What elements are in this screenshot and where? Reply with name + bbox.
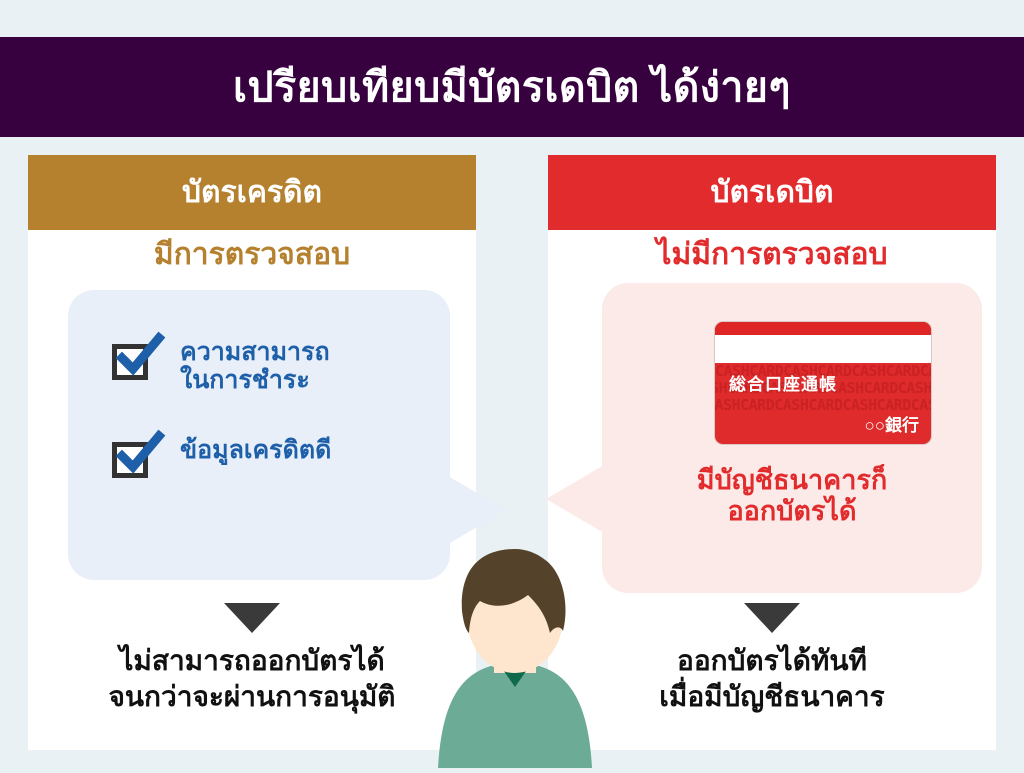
bank-card-illustration: CASHCARDCASHCARDCASHCARDCASHCARDCASHCARD… xyxy=(714,321,932,445)
credit-checklist-label-2: ข้อมูลเครดิตดี xyxy=(180,436,332,464)
triangle-down-icon xyxy=(224,603,280,633)
card-pattern-line: CASHCARDCASHCARDCASHCARDCASHCARDCASHCARD xyxy=(715,396,931,414)
credit-conclusion-text: ไม่สามารถออกบัตรได้ จนกว่าจะผ่านการอนุมั… xyxy=(108,645,396,712)
card-white-band xyxy=(715,335,931,363)
card-bank-label: ○○銀行 xyxy=(864,416,919,435)
card-pattern-line: CASHCARDCASHCARDCASHCARDCASHCARDCASHCARD xyxy=(715,363,931,380)
credit-sub-heading: มีการตรวจสอบ xyxy=(153,238,351,271)
checkbox-checked-icon xyxy=(112,331,166,386)
credit-bubble-tail xyxy=(448,476,506,544)
debit-column-label: บัตรเดบิต xyxy=(710,175,834,209)
page-title: เปรียบเทียบมีบัตรเดบิต ได้ง่ายๆ xyxy=(233,63,791,110)
debit-sub-heading: ไม่มีการตรวจสอบ xyxy=(656,238,888,271)
credit-speech-bubble: ความสามารถ ในการชำระ ข้อมูลเครดิตดี xyxy=(68,290,506,580)
list-item: ความสามารถ ในการชำระ xyxy=(112,331,331,394)
debit-conclusion-text: ออกบัตรได้ทันที เมื่อมีบัญชีธนาคาร xyxy=(659,645,885,712)
debit-card-panel: บัตรเดบิต ไม่มีการตรวจสอบ CASHCARDCASHCA… xyxy=(546,155,996,750)
list-item: ข้อมูลเครดิตดี xyxy=(112,429,332,484)
debit-bubble-caption: มีบัญชีธนาคารก็ ออกบัตรได้ xyxy=(696,465,888,527)
credit-checklist-label-1: ความสามารถ ในการชำระ xyxy=(180,338,330,394)
triangle-down-icon xyxy=(744,603,800,633)
credit-column-label: บัตรเครดิต xyxy=(181,175,323,209)
header-band: เปรียบเทียบมีบัตรเดบิต ได้ง่ายๆ xyxy=(0,37,1024,137)
debit-column-header: บัตรเดบิต xyxy=(548,155,996,230)
person-hair xyxy=(461,549,566,633)
checkbox-checked-icon xyxy=(112,429,166,484)
card-account-label: 総合口座通帳 xyxy=(729,375,837,394)
debit-speech-bubble: CASHCARDCASHCARDCASHCARDCASHCARDCASHCARD… xyxy=(546,283,982,593)
credit-checklist: ความสามารถ ในการชำระ ข้อมูลเครดิตดี xyxy=(112,331,332,526)
credit-card-panel: บัตรเครดิต มีการตรวจสอบ ความสามารถ ในการ… xyxy=(28,155,506,750)
card-cashcard-pattern: CASHCARDCASHCARDCASHCARDCASHCARDCASHCARD… xyxy=(715,363,931,415)
card-top-stripe xyxy=(715,322,931,335)
debit-bubble-tail xyxy=(546,465,604,533)
person-illustration xyxy=(420,545,610,768)
card-pattern-line: CASHCARDCASHCARDCASHCARDCASHCARDCASHCARD xyxy=(715,379,931,397)
person-shirt xyxy=(438,663,592,768)
credit-column-header: บัตรเครดิต xyxy=(28,155,476,230)
